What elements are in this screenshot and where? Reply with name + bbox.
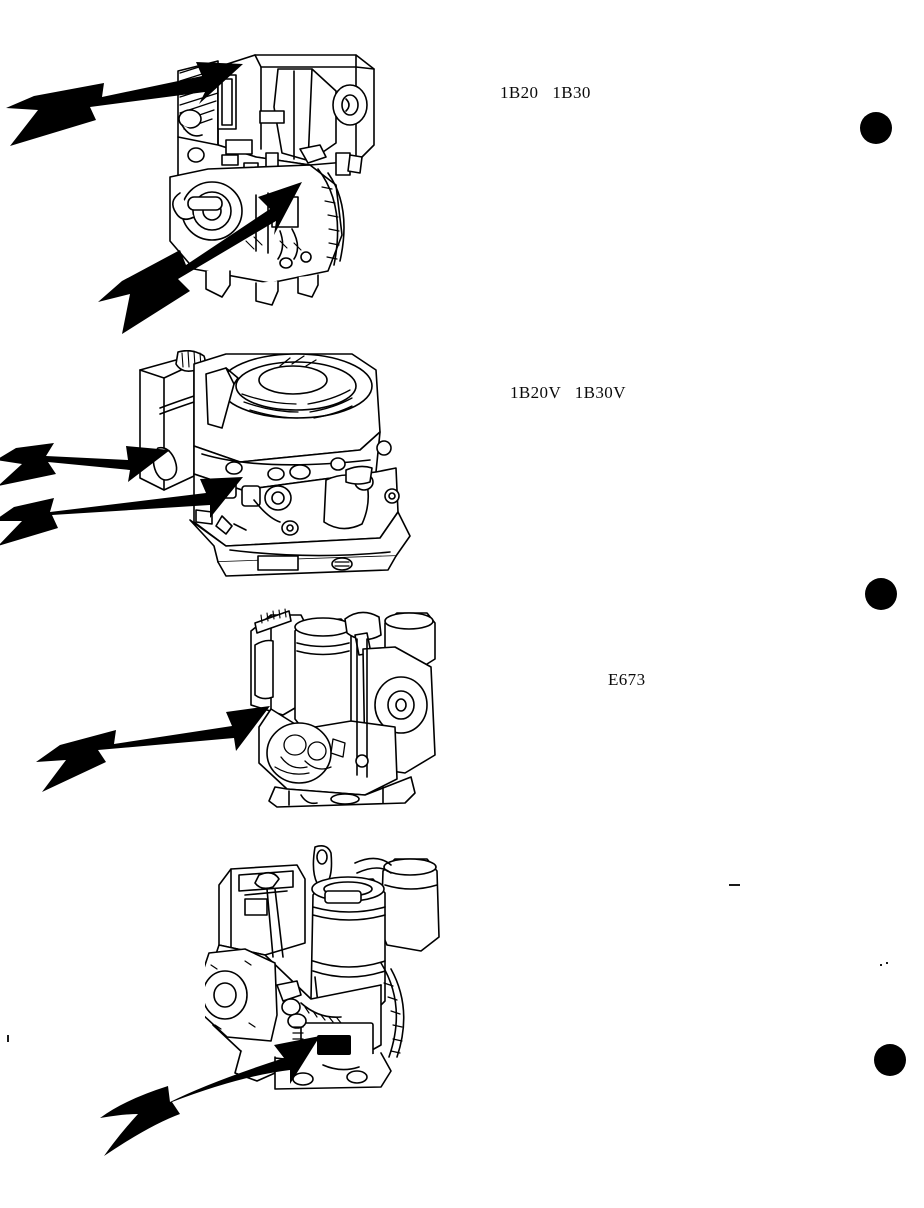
scan-artifact-speck-c [7,1035,9,1042]
engine-model-label-1b20-1b30: 1B20 1B30 [500,83,591,102]
scan-artifact-dash [729,884,740,886]
punch-hole-mark-1 [860,112,892,144]
engine-illustration-1b20-1b30 [160,45,415,320]
callout-arrow-5 [36,706,270,792]
punch-hole-mark-2 [865,578,897,610]
engine-illustration-bottom [205,845,455,1100]
engine-model-label-1b20v-1b30v: 1B20V 1B30V [510,383,626,402]
punch-hole-mark-3 [874,1044,906,1076]
engine-model-label-e673: E673 [608,670,646,689]
scan-artifact-speck-b [886,962,888,964]
engine-illustration-1b20v-1b30v [130,350,425,585]
engine-illustration-e673 [245,605,445,810]
scan-artifact-speck-a [880,964,882,966]
